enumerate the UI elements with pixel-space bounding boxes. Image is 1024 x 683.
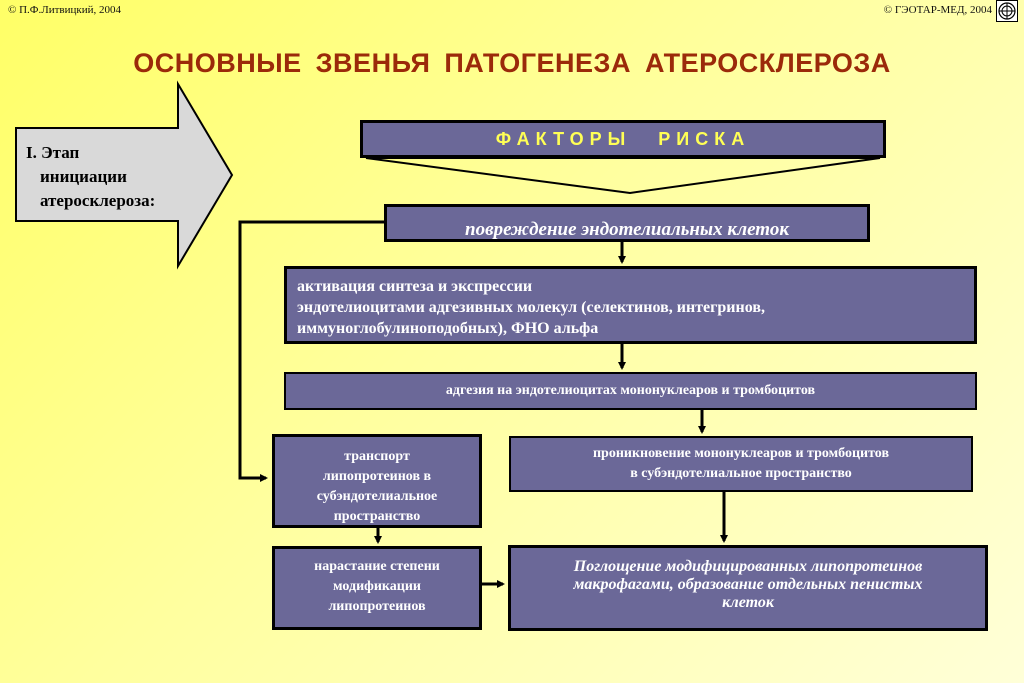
modification-box: нарастание степени модификации липопроте… xyxy=(272,546,482,630)
copyright-publisher: © ГЭОТАР-МЕД, 2004 xyxy=(883,4,992,16)
stage-label-line1: I. Этап xyxy=(26,143,80,162)
transport-line4: пространство xyxy=(333,509,421,524)
penetration-line2: в субэндотелиальное пространство xyxy=(630,466,852,481)
activation-line1: активация синтеза и экспрессии xyxy=(297,278,533,295)
transport-line3: субэндотелиальное xyxy=(316,489,438,504)
risk-factors-box: ФАКТОРЫ РИСКА xyxy=(360,120,886,158)
stage-label-line2: инициации xyxy=(40,167,127,186)
page-title: ОСНОВНЫЕ ЗВЕНЬЯ ПАТОГЕНЕЗА АТЕРОСКЛЕРОЗА xyxy=(133,48,891,78)
endothelial-damage-text: повреждение эндотелиальных клеток xyxy=(465,219,789,240)
stage-label-line3: атеросклероза: xyxy=(40,191,156,210)
modification-line1: нарастание степени xyxy=(314,559,440,574)
transport-line2: липопротеинов в xyxy=(322,469,432,484)
uptake-box: Поглощение модифицированных липопротеино… xyxy=(508,545,988,631)
modification-line3: липопротеинов xyxy=(328,599,426,614)
publisher-logo-icon xyxy=(996,0,1018,22)
activation-line2: эндотелиоцитами адгезивных молекул (селе… xyxy=(297,299,765,316)
uptake-line2: макрофагами, образование отдельных пенис… xyxy=(573,576,923,593)
uptake-line3: клеток xyxy=(722,594,774,611)
endothelial-damage-box: повреждение эндотелиальных клеток xyxy=(384,204,870,242)
penetration-line1: проникновение мононуклеаров и тромбоцито… xyxy=(592,446,890,461)
penetration-box: проникновение мононуклеаров и тромбоцито… xyxy=(509,436,973,492)
stage-label: I. Этап инициации атеросклероза: xyxy=(26,141,186,213)
transport-box: транспорт липопротеинов в субэндотелиаль… xyxy=(272,434,482,528)
activation-line3: иммуноглобулиноподобных), ФНО альфа xyxy=(297,320,599,337)
adhesion-box: адгезия на эндотелиоцитах мононуклеаров … xyxy=(284,372,977,410)
activation-box: активация синтеза и экспрессии эндотелио… xyxy=(284,266,977,344)
uptake-line1: Поглощение модифицированных липопротеино… xyxy=(573,558,923,575)
copyright-author: © П.Ф.Литвицкий, 2004 xyxy=(8,4,121,16)
modification-line2: модификации xyxy=(333,579,421,594)
risk-funnel-shape xyxy=(365,157,881,195)
transport-line1: транспорт xyxy=(344,449,410,464)
